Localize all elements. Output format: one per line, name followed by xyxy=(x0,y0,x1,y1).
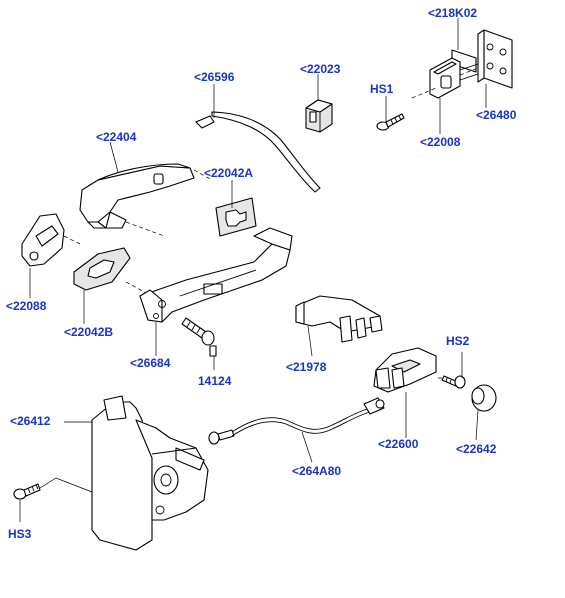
label-hs3: HS3 xyxy=(8,527,32,541)
striker-218K02 xyxy=(411,49,479,99)
label-22042A: <22042A xyxy=(204,166,254,180)
clip-22023 xyxy=(305,99,333,133)
screw-hs3 xyxy=(13,483,41,500)
label-22642: <22642 xyxy=(456,442,497,456)
label-22042B: <22042B xyxy=(64,325,114,339)
escutcheon-22088 xyxy=(21,213,81,267)
label-26480: <26480 xyxy=(476,108,517,122)
label-264A80: <264A80 xyxy=(292,464,342,478)
label-22008: <22008 xyxy=(420,135,461,149)
label-hs1: HS1 xyxy=(370,82,394,96)
bolt-14124 xyxy=(181,317,217,357)
cable-264A80 xyxy=(208,397,385,445)
label-22600: <22600 xyxy=(378,437,419,451)
label-14124: 14124 xyxy=(198,374,232,388)
label-22404: <22404 xyxy=(96,130,137,144)
leader-lines xyxy=(19,18,487,522)
screw-hs1 xyxy=(376,113,405,131)
label-22088: <22088 xyxy=(6,299,47,313)
label-26684: <26684 xyxy=(130,356,171,370)
label-21978: <21978 xyxy=(286,360,327,374)
screw-hs2 xyxy=(441,375,466,389)
label-hs2: HS2 xyxy=(446,334,470,348)
label-26412: <26412 xyxy=(10,414,51,428)
bracket-26684 xyxy=(139,227,293,323)
clip-21978 xyxy=(295,295,383,343)
cap-22642 xyxy=(471,384,497,412)
inner-handle-22600 xyxy=(373,347,452,393)
label-22023: <22023 xyxy=(300,62,341,76)
gasket-22042A xyxy=(215,197,257,237)
rod-26596 xyxy=(195,111,321,193)
latch-26412 xyxy=(39,395,209,551)
handle-22404 xyxy=(79,163,213,237)
label-218K02: <218K02 xyxy=(428,6,478,20)
label-26596: <26596 xyxy=(194,70,235,84)
striker-plate-26480 xyxy=(477,29,513,89)
gasket-22042B xyxy=(73,247,153,297)
